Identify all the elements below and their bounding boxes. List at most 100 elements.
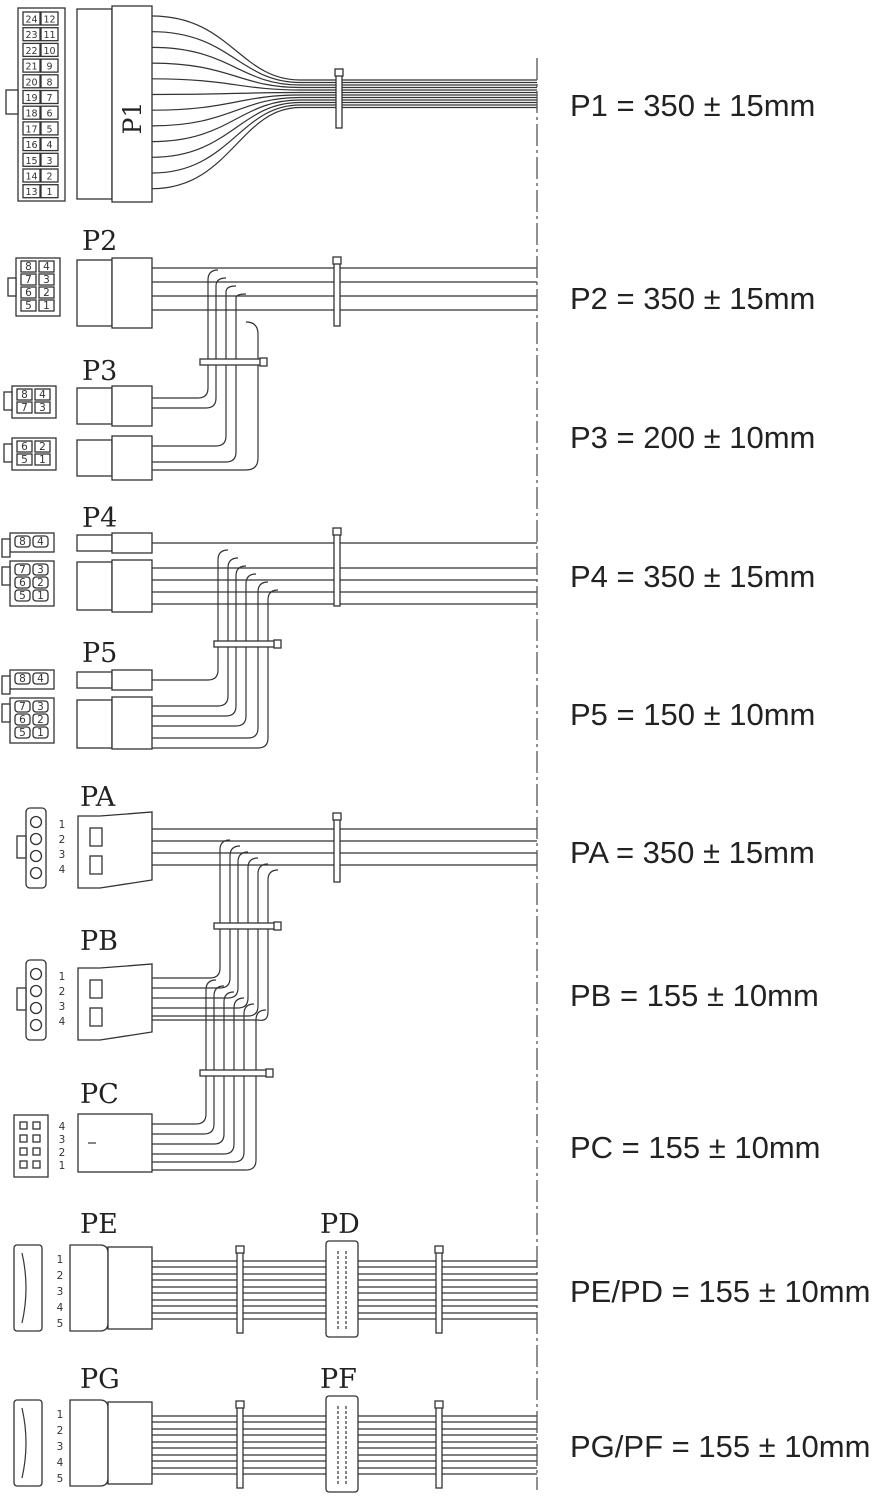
pa-pin-hole (29, 866, 43, 880)
p1-pin-cell (40, 105, 59, 120)
pb-pin-number: 1 (59, 971, 66, 983)
connector-name-pd: PD (320, 1209, 360, 1240)
cable-tie-head (273, 639, 282, 649)
pc-pin-number: 2 (59, 1147, 66, 1159)
p4-pin-cell (32, 589, 49, 602)
p1-pin-cell (22, 152, 41, 167)
pg-sata-face (13, 1399, 43, 1487)
p1-wire (151, 104, 537, 174)
p1-wire (151, 99, 537, 143)
cable-tie-head (332, 812, 342, 821)
pe-sata-housing-rear (107, 1246, 153, 1330)
p1-pin-cell (40, 42, 59, 58)
p2-pin-cell (20, 260, 37, 273)
pe-sata-face (13, 1244, 43, 1332)
p3a-pin-number: 7 (21, 402, 28, 414)
pa-molex-latch (16, 835, 27, 859)
p5-pin-number: 6 (19, 714, 26, 726)
p1-pin-cell (22, 27, 41, 42)
pe-pin-number: 4 (57, 1302, 64, 1314)
pg-cable-tie (236, 1405, 244, 1489)
pb-pin-hole (29, 984, 43, 998)
pc-pin-slot (19, 1121, 28, 1130)
connector-shapes (1, 5, 444, 1493)
p3a-pin-cell (16, 401, 33, 414)
p1-pin-number: 24 (25, 15, 37, 26)
pc-pin-slot (19, 1147, 28, 1156)
p3a-pin-cell (16, 388, 33, 401)
pa-pin-hole (29, 832, 43, 846)
pa-pin-number: 1 (59, 819, 66, 831)
length-label-pa: PA = 350 ± 15mm (570, 835, 815, 870)
pc-wire (152, 997, 245, 1155)
pa-pin-hole (29, 849, 43, 863)
p1-cable-tie (335, 73, 343, 129)
pb-wire (152, 857, 259, 1009)
p3-wire (152, 293, 247, 463)
p5-top-latch (1, 675, 11, 695)
pc-floppy-face (13, 1114, 49, 1178)
p3-wire (152, 285, 237, 447)
pb-cable-tie (213, 922, 277, 930)
p1-wire (151, 31, 537, 84)
pc-wire (152, 979, 217, 1125)
p3a-pin-number: 4 (39, 389, 46, 401)
p1-pin-cell (22, 184, 41, 199)
p1-pin-cell (22, 58, 41, 73)
pe-cable-tie (435, 1250, 443, 1334)
p1-wire (151, 94, 537, 111)
p1-wire-guide (76, 8, 113, 200)
p2-pin-cell (20, 286, 37, 299)
p4-pin-number: 3 (37, 564, 44, 576)
pg-pin-number: 1 (57, 1409, 64, 1421)
p3a-latch (3, 391, 13, 411)
connector-name-p1: P1 (118, 102, 147, 135)
p1-pin-cell (40, 136, 59, 152)
cable-tie-head (273, 921, 282, 931)
connector-name-pb: PB (80, 926, 118, 957)
pa-pin-number: 2 (59, 834, 66, 846)
pc-pin-slot (32, 1134, 41, 1143)
p1-pin-number: 15 (25, 156, 37, 167)
p5-top-pin-cell (14, 672, 31, 685)
pb-molex-housing (77, 963, 153, 1041)
p5-top-pin-number: 8 (19, 673, 26, 685)
pc-wire (152, 1009, 267, 1171)
p5-pin-number: 7 (19, 701, 26, 713)
p4-pin-cell (32, 563, 49, 576)
p1-pin-cell (22, 89, 41, 105)
p1-pin-number: 6 (46, 109, 52, 120)
p3-wire (152, 269, 219, 399)
p5-pin-number: 2 (37, 714, 44, 726)
p1-pin-cell (40, 11, 59, 26)
p1-pin-number: 19 (25, 93, 37, 104)
p3b-pin-cell (34, 440, 51, 453)
p5-pin-cell (14, 713, 31, 726)
p1-pin-cell (22, 136, 41, 152)
p5-top-pin-number: 4 (37, 673, 44, 685)
p1-pin-cell (22, 168, 41, 183)
cable-tie-head (265, 1068, 274, 1078)
p5-latch (1, 703, 11, 723)
p5-wire (152, 573, 257, 727)
p3b-latch (3, 443, 13, 463)
p1-latch (5, 89, 19, 115)
p5-pin-cell (32, 713, 49, 726)
cable-tie-head (235, 1245, 245, 1254)
pc-pin-number: 1 (59, 1160, 66, 1172)
p1-pin-cell (40, 121, 59, 136)
p3-cable-tie (199, 358, 263, 366)
pb-pin-number: 2 (59, 986, 66, 998)
p1-pin-number: 4 (46, 140, 52, 151)
p1-wire (151, 15, 537, 81)
p1-pin-number: 21 (25, 62, 37, 73)
connector-name-p2: P2 (82, 226, 117, 257)
p1-pin-number: 10 (43, 46, 55, 57)
connector-name-p3: P3 (82, 356, 117, 387)
p3b-pin-cell (34, 453, 51, 466)
pc-pin-slot (19, 1134, 28, 1143)
p5-pin-number: 5 (19, 727, 26, 739)
pg-pin-number: 5 (57, 1473, 64, 1485)
length-label-p2: P2 = 350 ± 15mm (570, 281, 815, 316)
